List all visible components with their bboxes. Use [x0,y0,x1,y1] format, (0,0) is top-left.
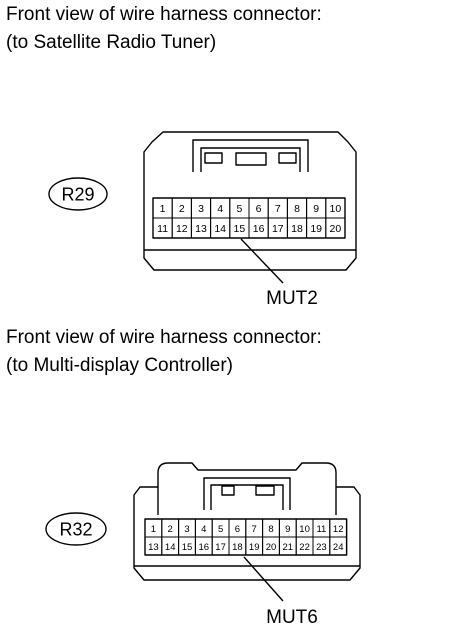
connector-r32-pin-number: 4 [201,524,206,535]
connector-r29-pin-number: 2 [179,203,185,215]
connector-r32-pin-number: 10 [299,524,310,535]
connector-r29-pin-number: 11 [157,223,168,235]
connector-r29-id-oval [48,177,108,211]
connector-2-heading-line2: (to Multi-display Controller) [6,355,234,376]
connector-r32-id-oval [45,512,107,546]
connector-r32-housing [133,462,361,581]
connector-r29-pin-number: 19 [310,223,322,235]
connector-r32-pin-number: 19 [249,542,260,553]
connector-r32-pin-number: 2 [168,524,173,535]
connector-r29-housing [143,131,357,271]
connector-r32-pin-number: 21 [283,542,294,553]
connector-r29-pin-number: 6 [256,203,262,215]
connector-r29-pin-number: 20 [330,223,342,235]
connector-r32-pin-number: 17 [215,542,226,553]
connector-r29-pin-number: 8 [294,203,300,215]
connector-r32-pin-number: 13 [148,542,159,553]
connector-r32-latch [203,477,291,510]
connector-r29-pin-number: 16 [253,223,265,235]
connector-r29-pin-number: 7 [275,203,281,215]
connector-r32-pin-number: 3 [184,524,189,535]
connector-r29-callout-leader [240,238,284,284]
connector-r29-pin-number: 10 [330,203,342,215]
connector-r32-pin-number: 16 [199,542,210,553]
connector-r32-id-label: R32 [59,520,92,540]
connector-r32-pin-number: 8 [268,524,273,535]
connector-r32-pin-number: 11 [316,524,326,535]
connector-r29-pin-number: 14 [214,223,226,235]
connector-r29-pin-number: 9 [313,203,319,215]
connector-r29-pin-number: 13 [195,223,207,235]
connector-r32-pin-cell [329,536,348,556]
connector-1-heading-line1: Front view of wire harness connector: [6,4,322,25]
connector-r29-callout-label: MUT2 [266,288,318,309]
connector-r32-pin-number: 24 [333,542,344,553]
connector-r29-pin-number: 3 [198,203,204,215]
connector-r32-pin-number: 12 [333,524,344,535]
connector-r32-pin-number: 9 [285,524,290,535]
connector-2-heading-line1: Front view of wire harness connector: [6,327,322,348]
connector-r32-pin-number: 22 [299,542,310,553]
connector-r29-pin-cell [325,217,346,239]
connector-r29-pin-number: 15 [234,223,246,235]
connector-r29-pin-number: 18 [291,223,303,235]
connector-r32-pin-number: 23 [316,542,327,553]
connector-1-heading-line2: (to Satellite Radio Tuner) [6,32,217,53]
connector-r29-pin-number: 12 [176,223,188,235]
connector-r32-pin-number: 7 [252,524,257,535]
connector-r32-pin-number: 18 [232,542,243,553]
connector-r29-id-label: R29 [61,185,94,205]
connector-r29-pin-number: 1 [160,203,166,215]
connector-r29-pin-number: 4 [217,203,223,215]
connector-r32-pin-number: 5 [218,524,223,535]
connector-r29-latch [192,139,309,172]
connector-r32-pin-number: 6 [235,524,240,535]
connector-r32-pin-number: 1 [151,524,156,535]
connector-r32-callout-leader [243,556,284,602]
connector-r29-pin-number: 17 [272,223,284,235]
connector-r32-pin-number: 15 [182,542,193,553]
connector-r32-pin-number: 14 [165,542,176,553]
connector-r29-pin-number: 5 [236,203,242,215]
connector-r32-callout-label: MUT6 [266,607,318,628]
connector-r32-pin-number: 20 [266,542,277,553]
